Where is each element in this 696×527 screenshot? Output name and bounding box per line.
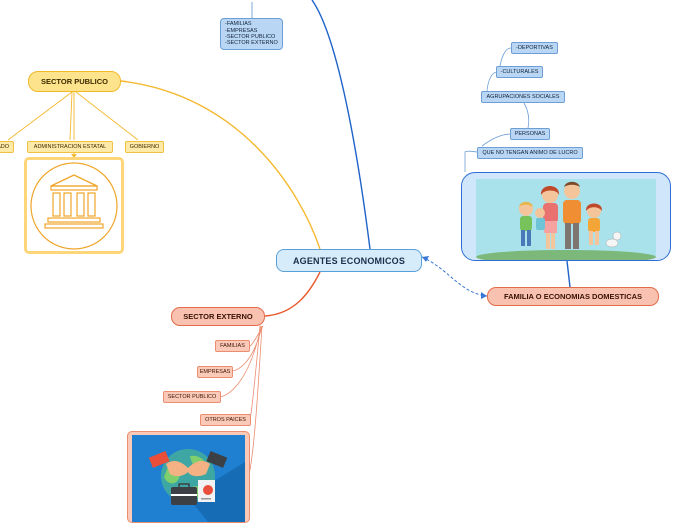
family-image: [461, 172, 671, 264]
connector-top-list: [311, 0, 371, 250]
top-list-node[interactable]: -FAMILIAS -EMPRESAS -SECTOR PUBLICO -SEC…: [220, 18, 283, 50]
connector-family-image: [566, 260, 571, 288]
top-list-line: -FAMILIAS: [225, 21, 252, 28]
connector-lucro: [464, 150, 479, 172]
connector-personas: [481, 133, 512, 147]
culturales-node[interactable]: -CULTURALES: [496, 66, 543, 78]
connector-externo-children: [219, 325, 264, 471]
connector-culturales: [486, 71, 498, 92]
connector-familia: [421, 256, 488, 297]
connector-ado: [7, 91, 73, 141]
ado-node[interactable]: ADO: [0, 141, 14, 153]
top-list-line: -SECTOR EXTERNO: [225, 40, 278, 47]
gobierno-node[interactable]: GOBIERNO: [125, 141, 164, 153]
otros-paices-node[interactable]: OTROS PAICES: [200, 414, 251, 426]
sector-publico-externo-label-1: SECTOR PUBLI: [167, 394, 208, 400]
sector-publico-node[interactable]: SECTOR PUBLICO: [28, 71, 121, 92]
sector-publico-externo-label-2: CO: [208, 394, 217, 400]
administracion-estatal-node[interactable]: ADMINISTRACION ESTATAL: [27, 141, 113, 153]
connector-gobierno: [75, 91, 139, 141]
personas-node[interactable]: PERSONAS: [510, 128, 550, 140]
central-node[interactable]: AGENTES ECONOMICOS: [276, 249, 422, 272]
global-business-handshake-icon: [132, 435, 245, 522]
arrowhead-building: [71, 154, 77, 158]
familias-node[interactable]: FAMILIAS: [215, 340, 250, 352]
global-business-image: [127, 431, 250, 523]
empresas-node[interactable]: EMPRESAS: [197, 366, 233, 378]
sector-externo-label-2: R EXTERNO: [208, 312, 253, 321]
government-building-icon: [30, 162, 118, 250]
connector-sector-externo: [264, 271, 321, 317]
government-building-image: [24, 157, 124, 254]
deportivas-node[interactable]: -DEPORTIVAS: [511, 42, 558, 54]
agrupaciones-sociales-node[interactable]: AGRUPACIONES SOCIALES: [481, 91, 565, 103]
familia-node[interactable]: FAMILIA O ECONOMIAS DOMESTICAS: [487, 287, 659, 306]
top-list-line: -EMPRESAS: [225, 27, 258, 34]
sector-externo-label-1: SECTO: [183, 312, 209, 321]
family-illustration: [476, 179, 656, 264]
connector-sector-publico: [120, 80, 321, 250]
lucro-node[interactable]: QUE NO TENGAN ANIMO DE LUCRO: [477, 147, 583, 159]
connector-deportivas: [499, 47, 512, 67]
connector-agrupaciones: [523, 102, 530, 129]
connector-administracion: [69, 91, 73, 141]
arrowhead-familia: [481, 292, 487, 299]
top-list-line: -SECTOR PUBLICO: [225, 34, 276, 40]
arrowhead-center: [422, 256, 429, 262]
